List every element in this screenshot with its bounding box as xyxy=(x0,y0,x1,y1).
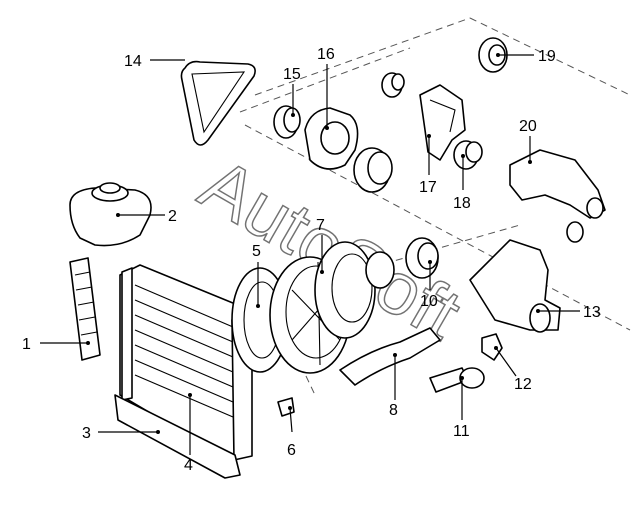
callout-1: 1 xyxy=(22,336,31,353)
callout-19: 19 xyxy=(538,48,556,65)
callout-7: 7 xyxy=(316,217,325,234)
callout-3: 3 xyxy=(82,425,91,442)
callout-17: 17 xyxy=(419,179,437,196)
callout-20: 20 xyxy=(519,118,537,135)
leader-lines xyxy=(40,53,580,455)
water-pump xyxy=(304,107,393,193)
pulley-cap xyxy=(478,37,508,73)
bypass-pipe xyxy=(429,367,485,393)
thermostat-cap xyxy=(381,72,405,98)
expansion-tank xyxy=(69,182,152,247)
callout-16: 16 xyxy=(317,46,335,63)
callout-labels: 1 2 3 4 5 6 7 8 10 11 12 13 14 15 16 17 … xyxy=(22,46,601,474)
callout-13: 13 xyxy=(583,304,601,321)
idler-pulley xyxy=(273,105,301,139)
callout-2: 2 xyxy=(168,208,177,225)
cooling-fan xyxy=(269,241,395,374)
callout-15: 15 xyxy=(283,66,301,83)
callout-18: 18 xyxy=(453,195,471,212)
callout-14: 14 xyxy=(124,53,142,70)
coolant-outlet-flange xyxy=(509,149,606,219)
temperature-sensor xyxy=(481,333,503,361)
callout-8: 8 xyxy=(389,402,398,419)
air-deflector xyxy=(69,257,101,361)
callout-10: 10 xyxy=(420,293,438,310)
viscous-coupling xyxy=(405,237,439,279)
callout-6: 6 xyxy=(287,442,296,459)
callout-5: 5 xyxy=(252,243,261,260)
lower-shroud xyxy=(114,394,241,479)
callout-11: 11 xyxy=(453,423,470,440)
thermostat-housing xyxy=(419,84,466,161)
radiator xyxy=(119,264,253,461)
callout-12: 12 xyxy=(514,376,532,393)
sealing-plug xyxy=(453,140,483,170)
callout-4: 4 xyxy=(184,457,193,474)
coolant-hose xyxy=(339,327,441,386)
